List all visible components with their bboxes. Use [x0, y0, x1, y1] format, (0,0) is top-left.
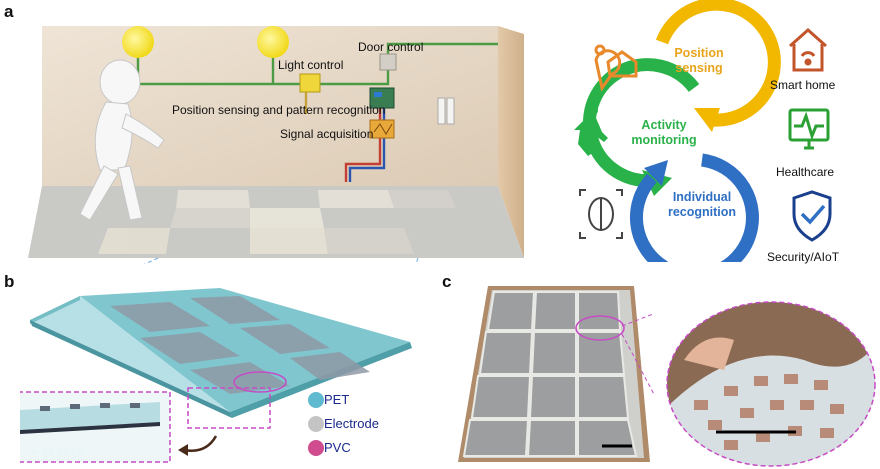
room-illustration: [28, 26, 524, 264]
flexible-mat-photo: [666, 301, 876, 467]
function-cycle-diagram: [574, 0, 832, 262]
arc-activity-monitoring: [582, 58, 700, 188]
security-shield-icon: [792, 190, 832, 242]
door-control-label: Door control: [358, 40, 424, 54]
light-bulb-2: [257, 26, 289, 58]
watermark: 大数跨境: [26, 446, 87, 464]
light-bulb-1: [122, 26, 154, 58]
position-sensing-label: Position sensing and pattern recognition: [172, 103, 386, 117]
floor-tiles: [98, 190, 456, 254]
running-person-icon: [574, 104, 608, 156]
fabricated-mat-photo: [458, 286, 654, 462]
side-wall: [498, 26, 524, 258]
legend-pet: PET: [324, 392, 350, 407]
mat-front-edge: [230, 342, 412, 418]
arc-position-sensing: [655, 0, 781, 127]
light-control-box: [299, 73, 321, 93]
signal-acquisition-label: Signal acquisition: [280, 127, 374, 141]
electrode-pattern: [110, 296, 370, 394]
panel-letter-b: b: [4, 272, 15, 291]
legend-pvc: PVC: [324, 440, 351, 455]
app-label-smart-home: Smart home: [770, 78, 836, 92]
walking-person: [79, 59, 165, 221]
panel-letter-a: a: [4, 2, 14, 21]
mat-grid: [462, 291, 638, 457]
legend-pet-sphere: [308, 392, 324, 408]
location-home-icon: [594, 44, 638, 92]
floor-mat-3d: [20, 288, 412, 463]
healthcare-monitor-icon: [788, 108, 830, 150]
app-label-security: Security/AIoT: [767, 250, 840, 264]
legend-electrode-sphere: [308, 416, 324, 432]
app-label-healthcare: Healthcare: [776, 165, 835, 179]
legend-electrode: Electrode: [324, 416, 379, 431]
signal-acquisition-box: [369, 119, 395, 139]
light-control-label: Light control: [278, 58, 344, 72]
legend-pvc-sphere: [308, 440, 324, 456]
panel-letter-c: c: [442, 272, 452, 291]
smart-home-icon: [789, 27, 827, 72]
arc-individual-recognition: [629, 153, 759, 262]
face-recognition-icon: [579, 189, 623, 239]
wall-sensor: [437, 97, 446, 125]
door-control-box: [379, 53, 397, 71]
curved-arrow-icon: [183, 435, 218, 452]
